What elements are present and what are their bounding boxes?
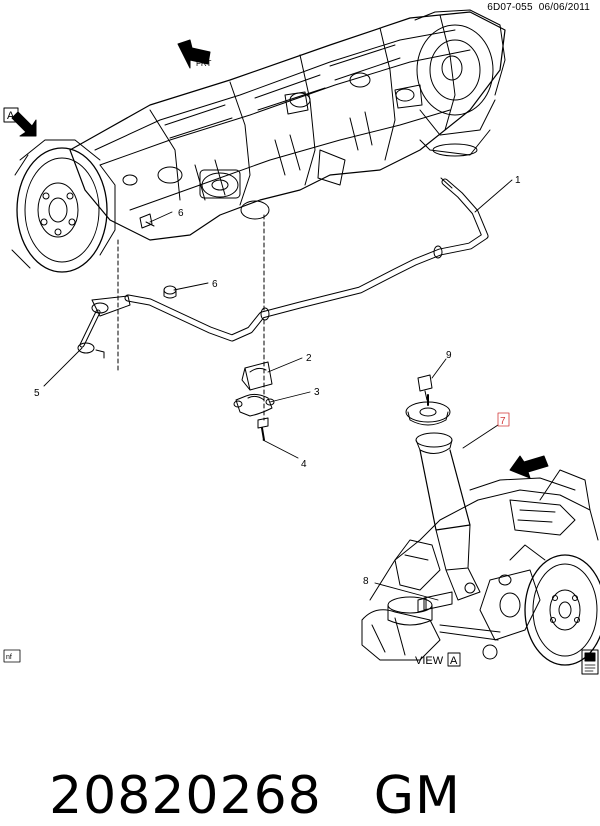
view-a-arrow-letter: A (7, 110, 15, 122)
clamp-bolt (257, 417, 269, 441)
suspension-exploded-diagram: FRT FRT A 1 2 3 4 5 6 6 7 8 9 VIEW (3, 9, 600, 675)
callout-5: 5 (34, 388, 40, 399)
front-arrow-right: FRT (509, 455, 549, 479)
corner-tag: nf (3, 649, 21, 663)
shock-absorber (405, 394, 481, 601)
callout-1: 1 (515, 175, 521, 186)
view-label-letter: A (450, 655, 458, 667)
stabilizer-link (77, 295, 131, 359)
nut-lower (163, 285, 177, 299)
left-brake-rotor (11, 139, 116, 273)
knuckle-view-a (361, 469, 600, 666)
manufacturer: GM (373, 766, 461, 826)
shock-lower-bolt (417, 591, 453, 613)
bar-bushing (241, 361, 273, 391)
shock-top-nut (417, 374, 433, 401)
view-a-arrow: A (3, 107, 37, 137)
callout-7-box (497, 412, 510, 427)
right-upper-hub (414, 9, 506, 157)
front-arrow-top-label: FRT (196, 59, 212, 68)
callout-7: 7 (500, 416, 506, 427)
callout-8: 8 (363, 576, 369, 587)
corner-tag-label: nf (6, 654, 12, 661)
front-arrow-right-label: FRT (530, 459, 546, 468)
callout-4: 4 (301, 459, 307, 470)
part-number-line: 20820268 GM (14, 706, 461, 826)
callout-2: 2 (306, 353, 312, 364)
view-label-prefix: VIEW (415, 655, 444, 667)
view-a-label: VIEW A (415, 652, 461, 667)
diagram-header: 6D07-055 06/06/2011 (487, 2, 590, 13)
stabilizer-bar (124, 177, 489, 342)
part-number: 20820268 (49, 766, 322, 826)
callout-6-upper: 6 (178, 208, 184, 219)
front-arrow-top: FRT (177, 39, 212, 69)
leader-lines (43, 179, 513, 601)
callout-3: 3 (314, 387, 320, 398)
bushing-clamp (233, 393, 275, 417)
callout-6-lower: 6 (212, 279, 218, 290)
rear-subframe (69, 11, 506, 241)
manual-book-icon (581, 649, 599, 675)
diagram-code: 6D07-055 (487, 2, 533, 13)
callout-9: 9 (446, 350, 452, 361)
bolt-upper (139, 213, 155, 229)
diagram-date: 06/06/2011 (538, 2, 590, 13)
